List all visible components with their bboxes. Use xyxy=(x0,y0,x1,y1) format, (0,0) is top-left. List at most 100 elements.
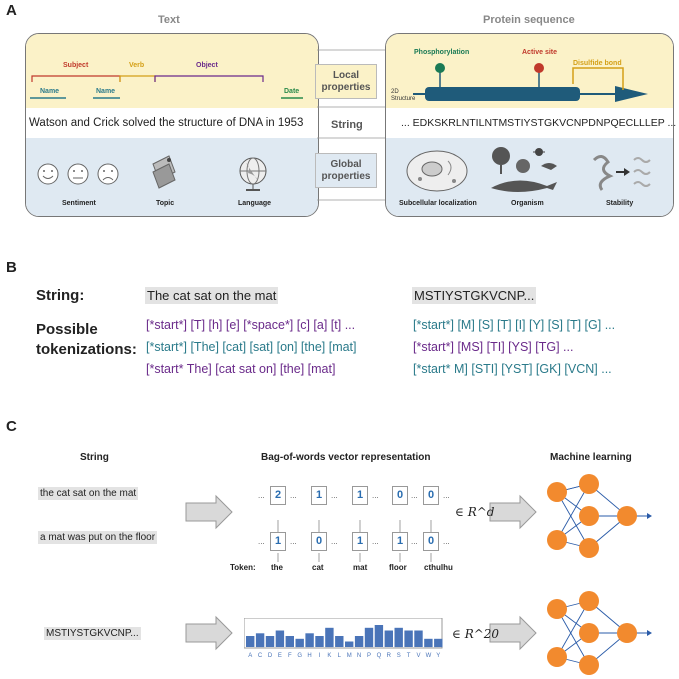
histogram-label-S: S xyxy=(397,653,401,659)
histogram-label-L: L xyxy=(338,653,342,659)
histogram-bar-F xyxy=(285,636,294,647)
histogram-bar-T xyxy=(404,630,413,647)
example-sentence: Watson and Crick solved the structure of… xyxy=(29,117,304,129)
phosphorylation-label: Phosphorylation xyxy=(414,49,470,56)
token-cat: cat xyxy=(312,563,324,572)
name-label-2: Name xyxy=(96,88,116,95)
topic-label: Topic xyxy=(156,200,175,207)
global-properties-box: Global properties xyxy=(315,153,377,188)
histogram-label-Y: Y xyxy=(436,653,440,659)
organism-label: Organism xyxy=(511,200,544,207)
histogram-label-C: C xyxy=(258,653,263,659)
protein-title: Protein sequence xyxy=(483,14,575,26)
histogram-label-D: D xyxy=(268,653,273,659)
vec1-cell-the: 2 xyxy=(270,486,286,505)
object-label: Object xyxy=(196,62,218,69)
b-protein-string: MSTIYSTGKVCNP... xyxy=(412,287,537,304)
sentiment-faces-icon xyxy=(37,163,119,185)
histogram-bar-N xyxy=(354,636,364,647)
subcellular-label: Subcellular localization xyxy=(399,200,477,207)
b-text-string: The cat sat on the mat xyxy=(145,287,279,304)
histogram-label-N: N xyxy=(357,653,361,659)
histogram-bar-A xyxy=(246,636,255,647)
date-label: Date xyxy=(284,88,300,95)
subject-label: Subject xyxy=(63,62,89,69)
histogram-bar-M xyxy=(345,641,354,647)
c-string-2: a mat was put on the floor xyxy=(38,531,158,544)
histogram-bar-C xyxy=(255,633,265,648)
histogram-bar-W xyxy=(424,638,433,648)
histogram-bar-E xyxy=(275,630,285,647)
r20-label: ∈ R^20 xyxy=(452,627,500,641)
histogram-label-W: W xyxy=(426,653,432,659)
protein-sequence: ... EDKSKRLNTILNTMSTIYSTGKVCNPDNPQECLLLE… xyxy=(401,117,677,129)
histogram-label-M: M xyxy=(347,653,352,659)
b-protein-row-1: [*start*] [M] [S] [T] [I] [Y] [S] [T] [G… xyxy=(413,318,616,332)
histogram-bar-D xyxy=(265,636,275,647)
neural-network-top xyxy=(547,474,652,558)
token-mat: mat xyxy=(353,563,368,572)
histogram-label-V: V xyxy=(416,653,420,659)
verb-label: Verb xyxy=(129,62,145,69)
b-string-label: String: xyxy=(36,287,85,304)
active-site-label: Active site xyxy=(522,49,558,56)
histogram-bar-G xyxy=(295,638,304,648)
vec1-dots-4: ... xyxy=(411,491,418,500)
global-properties-label: Global properties xyxy=(321,158,371,182)
panel-c-letter: C xyxy=(6,418,17,435)
vec2-dots-3: ... xyxy=(372,537,379,546)
panel-b-letter: B xyxy=(6,259,17,276)
b-text-row-1: [*start*] [T] [h] [e] [*space*] [c] [a] … xyxy=(146,318,356,332)
protein-folding-icon xyxy=(592,155,651,191)
disulfide-bond-label: Disulfide bond xyxy=(573,60,622,67)
stability-label: Stability xyxy=(606,200,634,207)
c-string-title: String xyxy=(80,452,109,463)
c-ml-title: Machine learning xyxy=(550,452,632,463)
vec2-dots-1: ... xyxy=(290,537,297,546)
c-bow-title: Bag-of-words vector representation xyxy=(261,452,431,463)
histogram-label-A: A xyxy=(248,653,252,659)
histogram-bar-H xyxy=(305,633,314,648)
b-text-row-3: [*start* The] [cat sat on] [the] [mat] xyxy=(146,362,336,376)
vec1-dots-1: ... xyxy=(290,491,297,500)
histogram-label-P: P xyxy=(367,653,371,659)
neural-network-bottom xyxy=(547,591,652,675)
b-protein-row-2: [*start*] [MS] [TI] [YS] [TG] ... xyxy=(413,340,574,354)
organism-icon xyxy=(491,147,557,192)
vec2-dots-end: ... xyxy=(443,537,450,546)
histogram-label-F: F xyxy=(288,653,292,659)
globe-icon xyxy=(239,157,267,191)
histogram-bar-Q xyxy=(374,625,384,647)
c-protein-string: MSTIYSTGKVCNP... xyxy=(44,627,141,640)
vec2-cell-floor: 1 xyxy=(392,532,408,551)
histogram-label-E: E xyxy=(278,653,282,659)
b-protein-row-3: [*start* M] [STI] [YST] [GK] [VCN] ... xyxy=(413,362,612,376)
histogram-label-G: G xyxy=(297,653,302,659)
vec1-dots-end: ... xyxy=(443,491,450,500)
histogram-label-Q: Q xyxy=(377,653,382,659)
histogram-bar-R xyxy=(384,630,393,647)
vec1-cell-cthulhu: 0 xyxy=(423,486,439,505)
language-label: Language xyxy=(238,200,272,207)
local-properties-label: Local properties xyxy=(321,69,371,93)
panel-a-letter: A xyxy=(6,2,17,19)
c-arrows xyxy=(185,494,537,651)
histogram-label-K: K xyxy=(327,653,331,659)
connector-lines xyxy=(30,49,648,201)
histogram-label-I: I xyxy=(319,653,321,659)
b-possible-label: Possible tokenizations: xyxy=(36,321,137,358)
token-cthulhu: cthulhu xyxy=(424,563,453,572)
string-label-a: String xyxy=(331,119,363,131)
vec2-cell-the: 1 xyxy=(270,532,286,551)
rd-label: ∈ R^d xyxy=(455,505,495,519)
vec2-dots-start: ... xyxy=(258,537,265,546)
histogram-bar-Y xyxy=(434,638,443,648)
histogram-bar-V xyxy=(414,630,423,647)
vec2-cell-mat: 1 xyxy=(352,532,368,551)
sentiment-label: Sentiment xyxy=(62,200,96,207)
vec1-dots-start: ... xyxy=(258,491,265,500)
vec2-dots-2: ... xyxy=(331,537,338,546)
histogram-bar-K xyxy=(325,627,334,648)
token-the: the xyxy=(271,563,283,572)
